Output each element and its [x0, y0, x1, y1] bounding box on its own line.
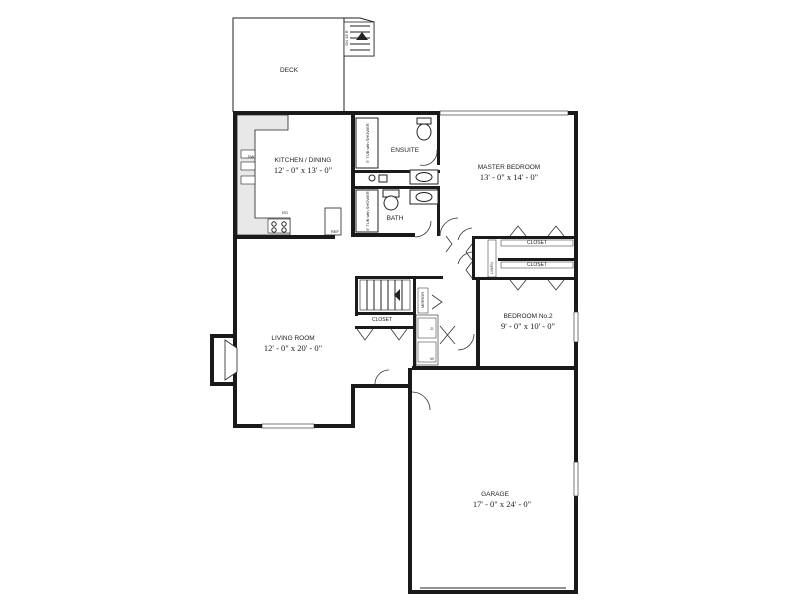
deck-stair-label: DN 16 R — [344, 30, 349, 45]
kitchen-label: KITCHEN / DINING — [275, 157, 332, 164]
bathrooms: 5' TUB with SHOWER 5' TUB with SHOWER EN… — [351, 115, 440, 238]
bedroom-2: BEDROOM No.2 9' - 0" x 10' - 0" — [501, 311, 579, 343]
dishwasher-label: DW — [248, 154, 255, 159]
deck-stair: DN 16 R — [344, 25, 370, 51]
bedroom2-label: BEDROOM No.2 — [503, 313, 553, 320]
refrigerator-label: REF — [331, 229, 340, 234]
kitchen: DW RG REF KITCHEN / DINING 12' - 0" x 13… — [236, 114, 342, 236]
living-label: LIVING ROOM — [271, 335, 314, 342]
mirror-label: MIRROR — [420, 292, 425, 308]
linen-label: LINEN — [489, 262, 494, 274]
master-label: MASTER BEDROOM — [478, 164, 540, 171]
master-closet-label: CLOSET — [527, 240, 547, 246]
deck: DN 16 R DECK — [232, 17, 375, 112]
fireplace — [210, 334, 238, 386]
stair-down-label: DN 16 R — [354, 288, 359, 303]
kitchen-dims: 12' - 0" x 13' - 0" — [274, 165, 332, 175]
washer-label: W — [430, 356, 434, 361]
hall-closet-label: CLOSET — [372, 317, 392, 323]
dryer-label: D — [431, 326, 434, 331]
garage-label: GARAGE — [481, 491, 509, 498]
hall: DN 16 R MIRROR CLOSET D W — [354, 227, 475, 411]
tub-shower-2-label: 5' TUB with SHOWER — [365, 191, 370, 230]
tub-shower-1-label: 5' TUB with SHOWER — [365, 123, 370, 162]
master-dims: 13' - 0" x 14' - 0" — [480, 172, 538, 182]
range-label: RG — [282, 210, 288, 215]
master-bedroom: LINEN CLOSET CLOSET MASTER BEDROOM 13' -… — [439, 110, 574, 291]
bedroom2-closet-label: CLOSET — [527, 262, 547, 268]
ensuite-label: ENSUITE — [391, 147, 420, 154]
living-dims: 12' - 0" x 20' - 0" — [264, 343, 322, 353]
interior-stair: DN 16 R — [354, 279, 411, 311]
bath-label: BATH — [387, 215, 404, 222]
deck-label: DECK — [280, 67, 299, 74]
bedroom2-dims: 9' - 0" x 10' - 0" — [501, 321, 555, 331]
living-room: LIVING ROOM 12' - 0" x 20' - 0" — [261, 335, 322, 429]
garage: GARAGE 17' - 0" x 24' - 0" — [420, 461, 579, 589]
garage-dims: 17' - 0" x 24' - 0" — [473, 499, 531, 509]
